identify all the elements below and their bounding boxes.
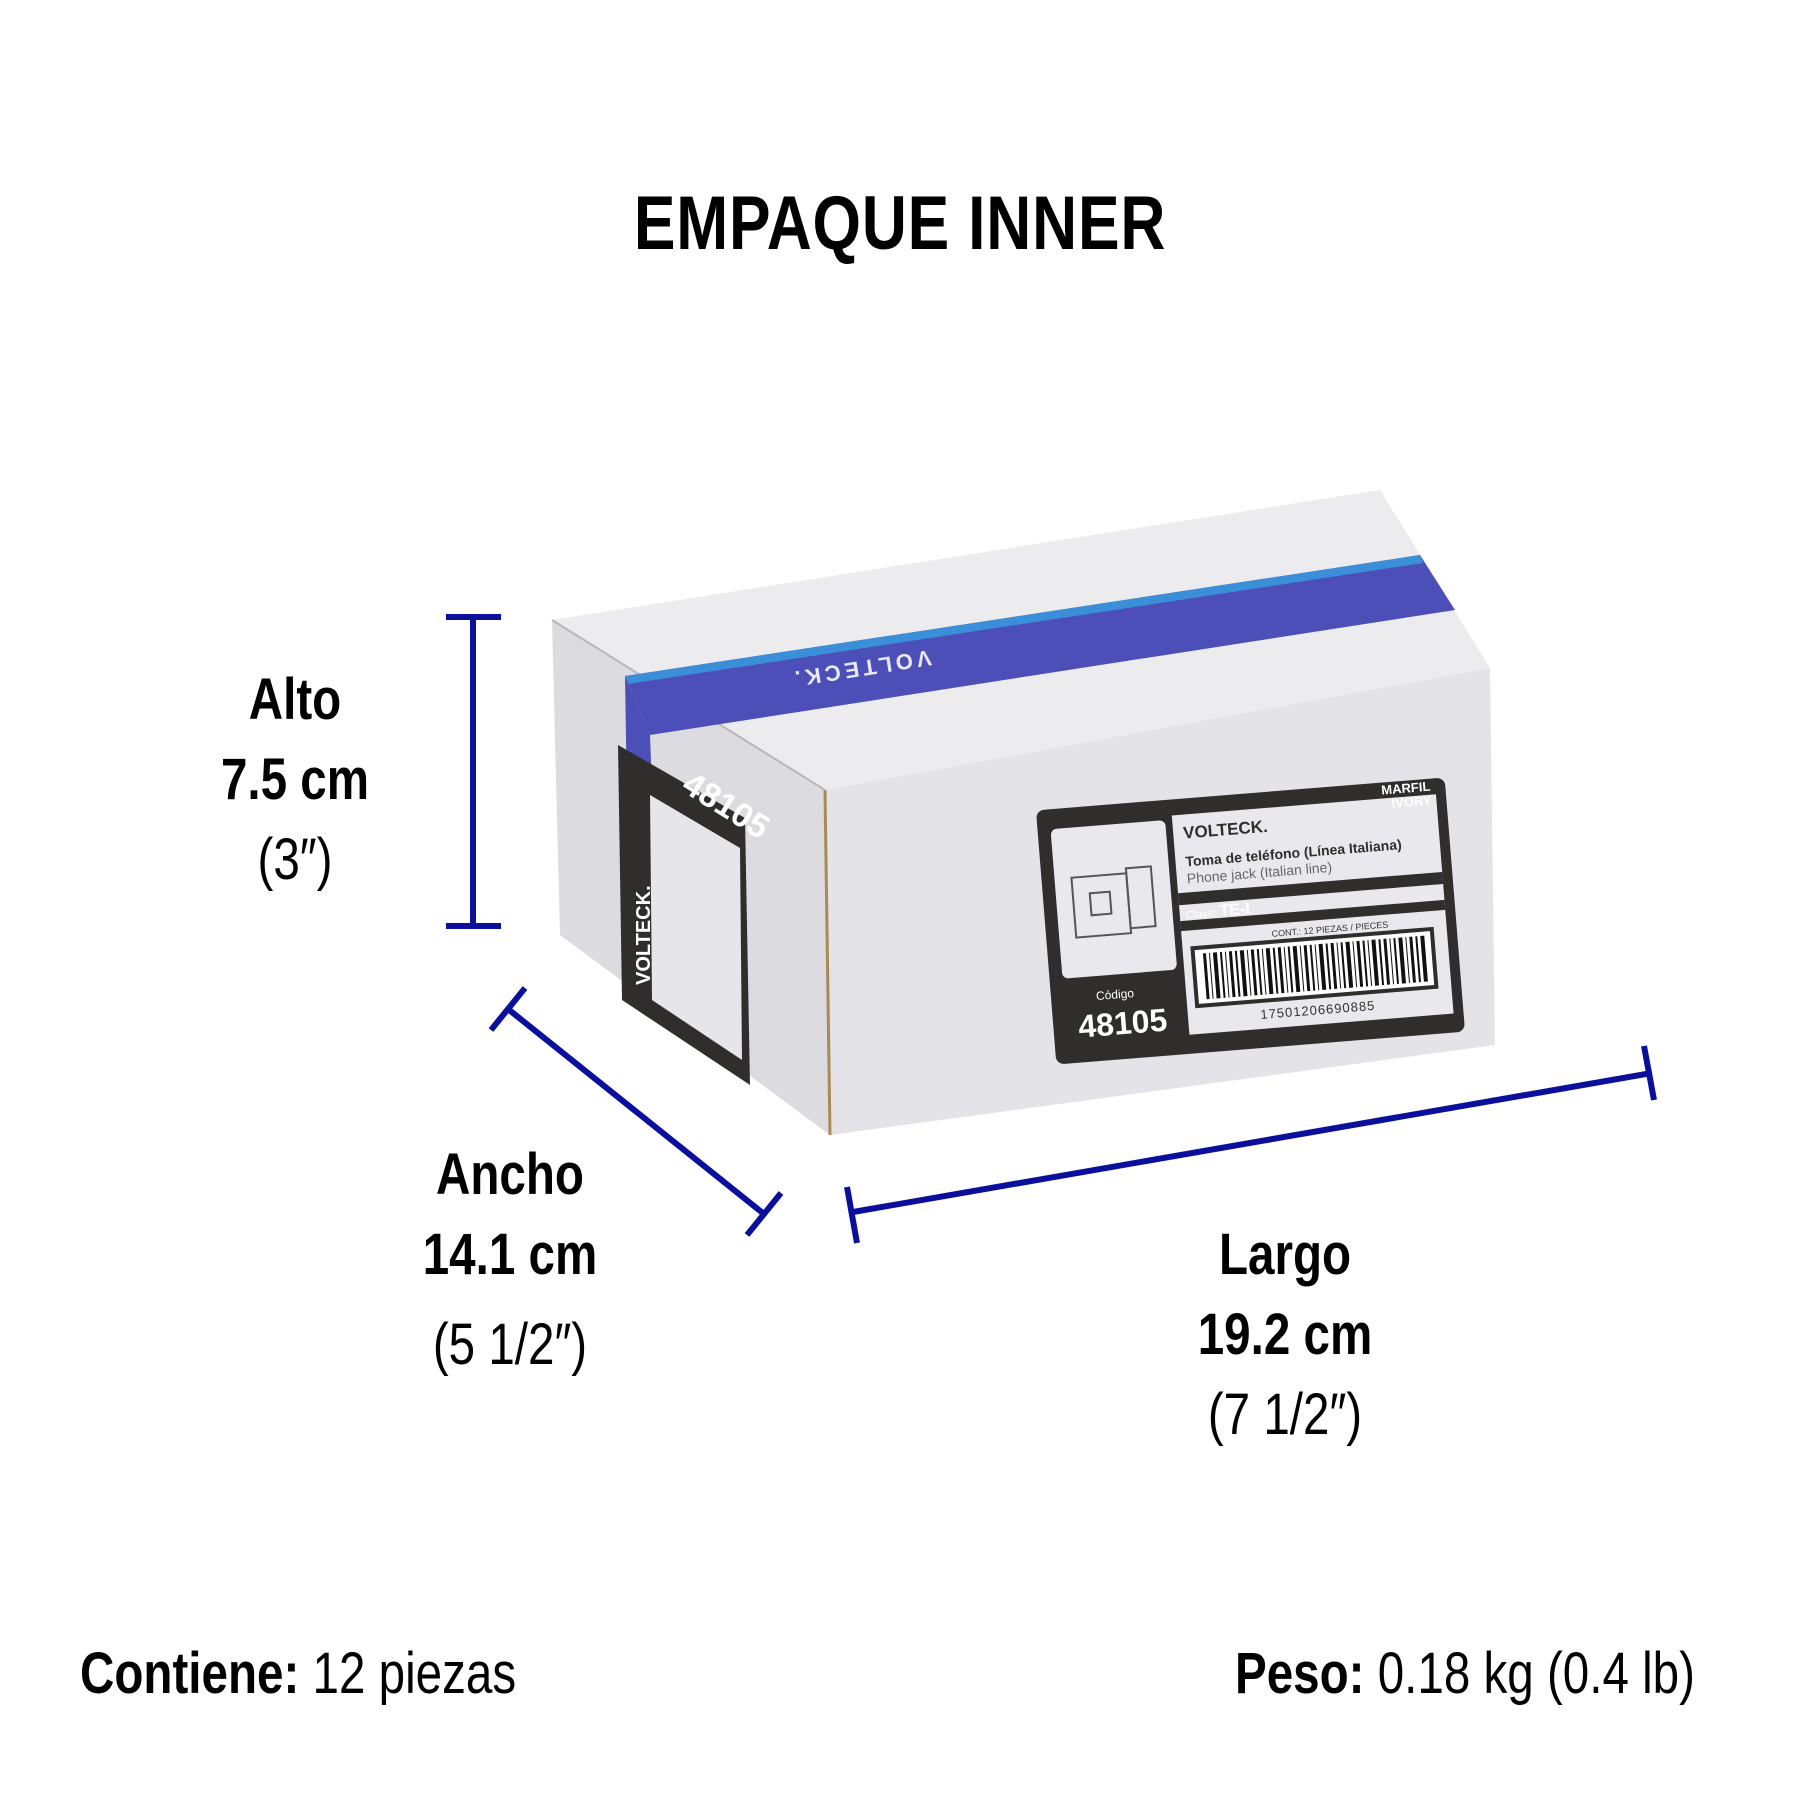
largo-imperial: (7 1/2″) [1207,1382,1363,1447]
peso-value: 0.18 kg (0.4 lb) [1377,1641,1695,1706]
alto-label: Alto 7.5 cm (3″) [213,660,377,900]
alto-metric: 7.5 cm [220,747,370,812]
clave-label: Clave: [1185,907,1217,921]
contiene-value: 12 piezas [312,1641,517,1706]
codigo-label: Código [1095,986,1134,1003]
color-en: IVORY [1391,793,1432,811]
contiene-label: Contiene: [80,1641,300,1706]
color-es: MARFIL [1381,779,1431,798]
ancho-imperial: (5 1/2″) [432,1312,588,1377]
front-label: MARFIL IVORY VOLTECK. Toma de teléfono (… [1036,778,1465,1064]
largo-metric: 19.2 cm [1197,1302,1373,1367]
ancho-label: Ancho 14.1 cm (5 1/2″) [416,1135,605,1385]
side-label-brand: VOLTECK. [633,885,655,985]
largo-title: Largo [1218,1222,1352,1287]
ancho-metric: 14.1 cm [422,1222,598,1287]
phone-jack-drawing [1070,865,1157,939]
ancho-dimension-line [488,986,784,1237]
codigo-value: 48105 [1077,1002,1169,1045]
contents-info: Contiene: 12 piezas [80,1640,516,1707]
barcode [1202,935,1428,1000]
alto-title: Alto [248,667,342,732]
weight-info: Peso: 0.18 kg (0.4 lb) [1235,1640,1695,1707]
clave-value: TE-I [1219,901,1250,920]
peso-label: Peso: [1235,1641,1365,1706]
largo-label: Largo 19.2 cm (7 1/2″) [1191,1215,1380,1455]
alto-dimension-line [446,614,501,929]
page-title: EMPAQUE INNER [633,181,1167,266]
security-tape [625,555,1455,735]
alto-imperial: (3″) [257,827,333,892]
largo-dimension-line [844,1045,1657,1244]
ancho-title: Ancho [436,1142,584,1207]
